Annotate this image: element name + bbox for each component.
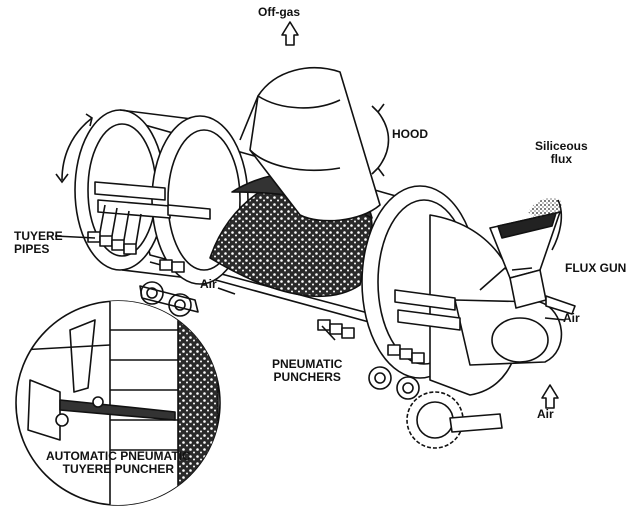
siliceous-flux-label: Siliceous flux (535, 139, 588, 166)
left-rollers (139, 281, 199, 317)
tuyere-pipes-label: TUYERE PIPES (14, 229, 63, 256)
air-label-bottom: Air (537, 407, 554, 421)
air-arrow-top (217, 287, 236, 295)
pneumatic-punchers-label: PNEUMATIC PUNCHERS (272, 357, 343, 384)
tuyere-pipes-left (87, 181, 211, 273)
hood-label: HOOD (392, 127, 428, 141)
hood-motion-arrow (377, 111, 390, 169)
air-label-right: Air (563, 311, 580, 325)
flux-particles (528, 198, 562, 222)
air-bottom-arrow (541, 384, 559, 409)
flux-gun (545, 295, 576, 315)
air-arrow-right (544, 317, 566, 321)
tuyere-pipes-right (317, 289, 461, 364)
inset-caption: AUTOMATIC PNEUMATIC TUYERE PUNCHER (46, 449, 191, 476)
off-gas-label: Off-gas (258, 5, 300, 19)
tilt-arrow-left (61, 117, 93, 181)
air-label-top: Air (200, 277, 217, 291)
off-gas-arrow (281, 21, 299, 46)
flux-gun-label: FLUX GUN (565, 261, 627, 275)
